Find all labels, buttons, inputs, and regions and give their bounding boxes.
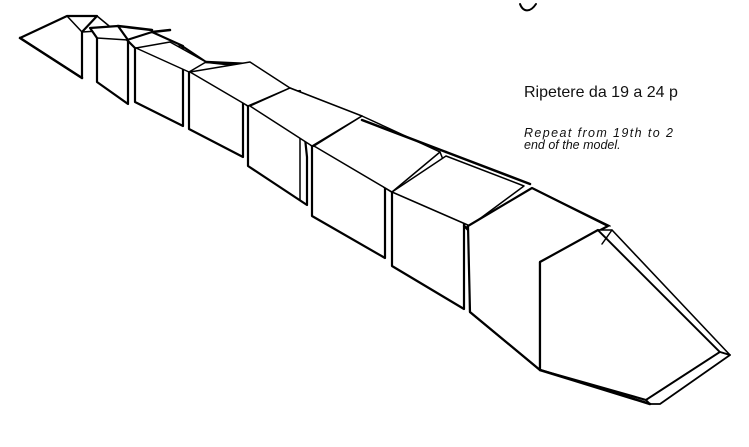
curved-arrow-icon (519, 3, 537, 12)
instruction-english: Repeat from 19th to 2 end of the model. (524, 126, 675, 152)
train-segment (88, 24, 154, 106)
instruction-english-line1: Repeat from 19th to 2 (524, 126, 675, 140)
instruction-english-line2: end of the model. (524, 138, 621, 152)
train-front-end (538, 228, 731, 406)
instruction-italian: Ripetere da 19 a 24 p (524, 84, 678, 101)
